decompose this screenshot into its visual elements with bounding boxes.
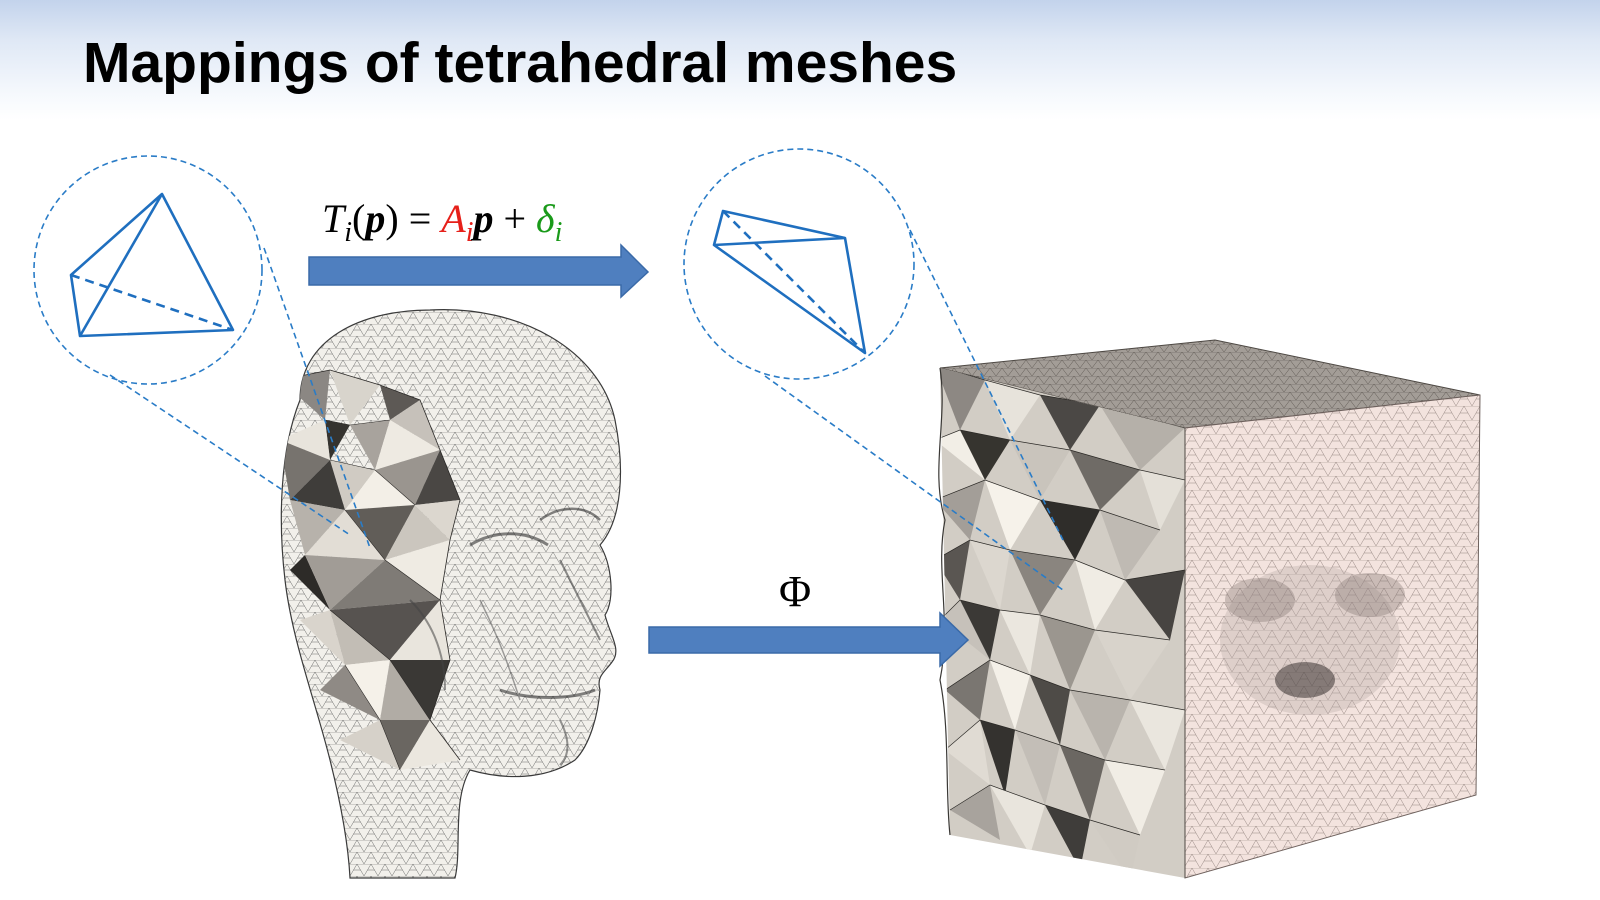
mapping-phi-label: Φ xyxy=(779,567,811,616)
right-arrow-icon xyxy=(308,243,650,299)
cube-face-density xyxy=(1220,565,1405,715)
cube-mesh xyxy=(938,339,1481,879)
head-faceted-patch xyxy=(281,369,461,771)
head-mesh xyxy=(280,309,622,879)
head-face-shading xyxy=(409,507,601,766)
slide-title: Mappings of tetrahedral meshes xyxy=(83,31,958,95)
zoom-guide-line xyxy=(263,247,371,549)
affine-formula: Ti(p) = Aip + δi xyxy=(322,196,562,248)
tetrahedron-right xyxy=(712,209,867,355)
zoom-guide-line xyxy=(109,374,351,536)
tetrahedron-left xyxy=(69,192,235,338)
zoom-circle-left xyxy=(33,155,263,385)
source-tetrahedron-zoom xyxy=(33,155,371,549)
target-tetrahedron-zoom xyxy=(683,148,1064,591)
cube-faceted-front xyxy=(940,368,1185,878)
zoom-guide-line xyxy=(764,375,1064,591)
zoom-guide-line xyxy=(909,229,1064,541)
right-arrow-icon xyxy=(648,611,970,668)
zoom-circle-right xyxy=(683,148,915,380)
